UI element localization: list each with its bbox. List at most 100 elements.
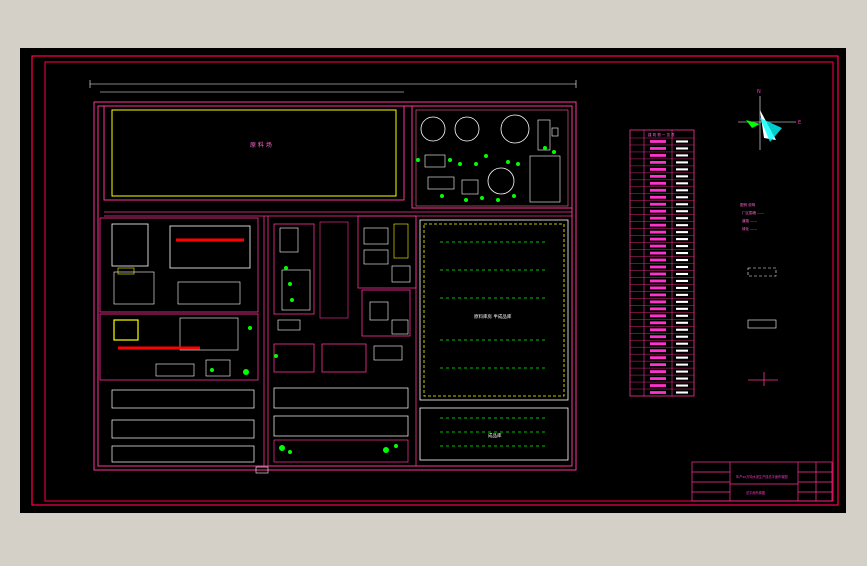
product-storage: 成品库 — [419, 407, 569, 461]
legend-row-name — [650, 140, 666, 143]
legend-row-name — [650, 188, 666, 192]
legend-row-name — [650, 195, 666, 199]
legend-row-value — [676, 370, 688, 373]
compass-east-label: E — [798, 120, 801, 126]
drawing-notes: 图例 说明 厂区围墙 —— 道路 —— 绿化 —— — [740, 202, 778, 386]
canteen-block — [99, 313, 259, 381]
legend-row-name — [650, 321, 666, 325]
legend-row-name — [650, 349, 666, 353]
legend-rows — [630, 137, 694, 394]
legend-row-name — [650, 377, 666, 380]
gate-marker — [255, 466, 269, 474]
legend-row-value — [676, 377, 688, 380]
legend-row-name — [650, 154, 666, 157]
legend-row-value — [676, 203, 688, 206]
pump-area — [357, 215, 417, 361]
raw-material-yard: 原 料 场 — [103, 105, 405, 201]
legend-row-name — [650, 223, 666, 227]
legend-row-name — [650, 391, 666, 394]
legend-row-value — [676, 182, 688, 185]
legend-row-value — [676, 147, 688, 150]
legend-row-name — [650, 161, 666, 164]
legend-row-name — [650, 286, 666, 290]
drawing-canvas — [20, 48, 846, 513]
product-storage-label: 成品库 — [488, 432, 502, 439]
legend-row-name — [650, 209, 666, 213]
legend-row-value — [676, 300, 688, 303]
legend-row-value — [676, 238, 688, 241]
title-block-line-1: 年产xx万吨水泥生产线总平面布置图 — [736, 474, 788, 479]
legend-row-name — [650, 356, 666, 360]
legend-row-value — [676, 286, 688, 289]
legend-row-name — [650, 216, 666, 220]
inner-frame — [44, 61, 834, 502]
kiln-area — [411, 105, 573, 209]
note-line-1: 图例 说明 — [740, 202, 756, 207]
legend-row-value — [676, 196, 688, 199]
legend-row-value — [676, 356, 688, 359]
legend-row-value — [676, 314, 688, 317]
legend-row-value — [676, 335, 688, 338]
legend-row-name — [650, 293, 666, 297]
legend-row-name — [650, 279, 666, 283]
note-line-2: 厂区围墙 —— — [742, 210, 765, 215]
legend-row-name — [650, 314, 666, 318]
legend-symbol-road — [747, 319, 777, 329]
raw-yard-label: 原 料 场 — [250, 141, 272, 149]
legend-row-value — [676, 391, 688, 394]
legend-row-value — [676, 363, 688, 366]
legend-row-value — [676, 293, 688, 296]
legend-row-name — [650, 174, 666, 178]
legend-row-value — [676, 321, 688, 324]
legend-row-value — [676, 231, 688, 234]
legend-row-name — [650, 147, 666, 150]
legend-row-name — [650, 237, 666, 241]
legend-row-name — [650, 265, 666, 269]
legend-row-name — [650, 307, 666, 311]
legend-row-name — [650, 342, 666, 346]
main-road — [104, 211, 572, 217]
legend-row-value — [676, 258, 688, 262]
legend-row-value — [676, 154, 688, 157]
legend-row-value — [676, 175, 688, 178]
legend-row-value — [676, 342, 688, 345]
legend-row-value — [676, 224, 688, 227]
outer-frame — [31, 55, 839, 506]
legend-row-name — [650, 181, 666, 185]
legend-row-name — [650, 363, 666, 367]
legend-row-value — [676, 140, 688, 143]
north-arrow: N E — [738, 89, 801, 150]
legend-row-name — [650, 244, 666, 248]
legend-row-name — [650, 370, 666, 373]
legend-row-value — [676, 217, 688, 220]
legend-row-value — [676, 252, 688, 255]
left-warehouses — [111, 389, 255, 463]
legend-symbol-wall — [747, 267, 777, 277]
compass-north-label: N — [757, 89, 761, 95]
title-block — [691, 461, 833, 502]
legend-row-name — [650, 251, 666, 255]
building-legend-table: 建 筑 物 一 览 表 — [629, 129, 695, 397]
legend-row-value — [676, 189, 688, 192]
legend-row-value — [676, 168, 688, 171]
legend-row-value — [676, 328, 688, 331]
legend-row-name — [650, 335, 666, 339]
legend-row-name — [650, 300, 666, 304]
center-greenery — [210, 266, 398, 454]
note-line-4: 绿化 —— — [742, 226, 758, 231]
legend-row-value — [676, 349, 688, 352]
storage-hall-rows — [440, 241, 548, 369]
legend-row-value — [676, 161, 688, 164]
office-block — [99, 217, 259, 313]
title-block-line-2: 总平面布置图 — [746, 490, 765, 495]
product-storage-rows — [440, 417, 548, 447]
legend-row-name — [650, 328, 666, 332]
legend-row-value — [676, 272, 688, 276]
storage-hall-label: 原料库房 半成品库 — [474, 313, 512, 320]
legend-row-name — [650, 272, 666, 276]
storage-hall: 原料库房 半成品库 — [419, 219, 569, 401]
legend-row-name — [650, 384, 666, 387]
legend-row-name — [650, 167, 666, 171]
legend-row-value — [676, 245, 688, 248]
